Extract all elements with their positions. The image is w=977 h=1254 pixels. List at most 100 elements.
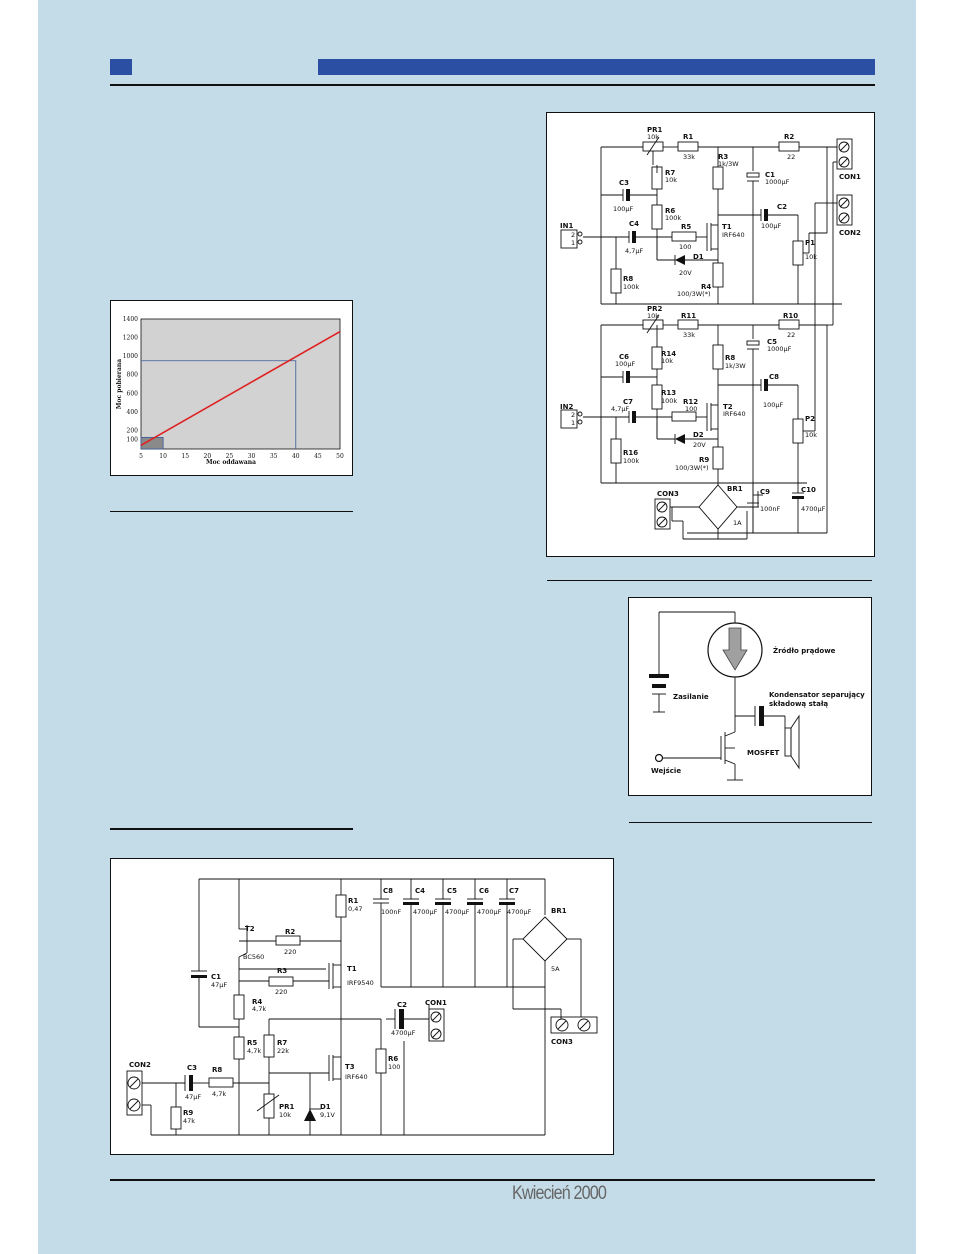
guide-line — [141, 360, 297, 449]
fig1-label-r9v: 100/3W(*) — [675, 464, 708, 472]
fig3-label-r1v: 0,47 — [348, 905, 362, 913]
fig3-label-c8: C8 — [383, 887, 393, 895]
fig1-label-r1v: 33k — [683, 153, 695, 161]
fig3-label-r2v: 220 — [284, 948, 296, 956]
fig3-label-r3v: 220 — [275, 988, 287, 996]
fig3-label-r9: R9 — [183, 1109, 193, 1117]
fig3-label-r3: R3 — [277, 967, 287, 975]
fig1-label-r10: R10 — [783, 312, 798, 320]
fig1-label-c6: C6 — [619, 353, 629, 361]
fig3-label-r7: R7 — [277, 1039, 287, 1047]
fig3-label-con3: CON3 — [551, 1038, 573, 1046]
fig1-label-r8v: 100k — [623, 283, 639, 291]
fig1-label-r14v: 10k — [661, 357, 673, 365]
fig3-label-c7v: 4700µF — [507, 908, 532, 916]
fig1-label-t2v: IRF640 — [723, 410, 746, 418]
fig1-label-r3v: 1k/3W — [718, 160, 739, 168]
x-tick-label: 5 — [139, 453, 143, 460]
y-tick-label: 400 — [127, 409, 139, 416]
fig1-label-in1-pin1: 1 — [571, 239, 575, 247]
x-tick-label: 10 — [159, 453, 167, 460]
fig1-label-pr1: PR1 — [647, 126, 663, 134]
fig1-label-d1: D1 — [693, 253, 704, 261]
fig2-label-power-supply: Zasilanie — [673, 693, 709, 701]
fig1-label-p2: P2 — [805, 415, 815, 423]
fig3-label-r5v: 4,7k — [247, 1047, 261, 1055]
fig1-label-r12: R12 — [683, 398, 698, 406]
fig3-label-c1v: 47µF — [211, 981, 227, 989]
fig1-label-r8bv: 1k/3W — [725, 362, 746, 370]
fig1-label-d2: D2 — [693, 431, 704, 439]
fig1-label-r11: R11 — [681, 312, 696, 320]
fig3-label-c4: C4 — [415, 887, 425, 895]
fig3-label-br1v: 5A — [551, 965, 560, 973]
fig1-label-con1: CON1 — [839, 173, 861, 181]
fig1-label-r13: R13 — [661, 389, 676, 397]
fig1-label-r4: R4 — [701, 283, 711, 291]
header-rule — [110, 84, 875, 86]
y-tick-label: 1200 — [123, 335, 138, 342]
fig3-label-c5v: 4700µF — [445, 908, 470, 916]
fig1-label-in2: IN2 — [560, 403, 573, 411]
fig1-label-r6: R6 — [665, 207, 675, 215]
x-tick-label: 25 — [226, 453, 234, 460]
plot-area — [140, 318, 341, 450]
fig1-label-d1v: 20V — [679, 269, 692, 277]
fig1-label-r14: R14 — [661, 350, 676, 358]
fig1-label-t2: T2 — [723, 403, 733, 411]
fig1-label-c8: C8 — [769, 373, 779, 381]
fig3-label-c5: C5 — [447, 887, 457, 895]
fig1-label-c9v: 100nF — [760, 505, 781, 513]
fig1-label-p1: P1 — [805, 239, 815, 247]
fig3-label-r6v: 100 — [388, 1063, 400, 1071]
x-tick-label: 20 — [204, 453, 212, 460]
fig1-label-br1v: 1A — [733, 519, 742, 527]
x-tick-label: 35 — [270, 453, 278, 460]
fig1-label-p2v: 10k — [805, 431, 817, 439]
fig1-label-r10v: 22 — [787, 331, 795, 339]
rule-above-fig3 — [110, 828, 353, 830]
rule-under-chart — [110, 511, 353, 512]
fig3-label-r2: R2 — [285, 928, 295, 936]
fig3-label-pr1v: 10k — [279, 1111, 291, 1119]
x-axis-label: Moc oddawana — [206, 459, 256, 466]
fig1-label-r5: R5 — [681, 223, 691, 231]
header-square — [110, 59, 132, 75]
fig1-label-r3: R3 — [718, 153, 728, 161]
x-tick-label: 15 — [181, 453, 189, 460]
fig3-label-r9v: 47k — [183, 1117, 195, 1125]
fig3-label-r1: R1 — [348, 897, 358, 905]
fig3-label-t2v: BC560 — [243, 953, 264, 961]
fig1-label-c8v: 100µF — [763, 401, 784, 409]
fig3-label-pr1: PR1 — [279, 1103, 295, 1111]
x-tick-label: 45 — [314, 453, 322, 460]
y-tick-label: 200 — [127, 427, 139, 434]
fig1-label-r2: R2 — [784, 133, 794, 141]
fig1-label-r7: R7 — [665, 169, 675, 177]
fig1-label-p1v: 10k — [805, 253, 817, 261]
fig3-label-t3: T3 — [345, 1063, 355, 1071]
fig1-label-c1v: 1000µF — [765, 178, 790, 186]
guide-box — [140, 436, 164, 450]
fig1-label-c10: C10 — [801, 486, 816, 494]
fig1-label-in2-pin2: 2 — [571, 411, 575, 419]
fig1-label-t1v: IRF640 — [722, 231, 745, 239]
fig3-label-r7v: 22k — [277, 1047, 289, 1055]
fig1-label-r11v: 33k — [683, 331, 695, 339]
fig3-label-d1: D1 — [320, 1103, 331, 1111]
fig2-label-capacitor-line1: Kondensator separujący — [769, 691, 865, 699]
fig1-label-pr1v: 10k — [647, 133, 659, 141]
fig3-label-c6: C6 — [479, 887, 489, 895]
schematic-fig1: PR1 10k R1 33k R2 22 CON1 CON2 R3 1k/3W … — [560, 126, 861, 540]
fig1-label-pr2v: 10k — [647, 312, 659, 320]
fig3-label-c2: C2 — [397, 1001, 407, 1009]
fig1-label-pr2: PR2 — [647, 305, 663, 313]
fig3-label-t1: T1 — [347, 965, 357, 973]
x-tick-label: 50 — [336, 453, 344, 460]
fig3-label-br1: BR1 — [551, 907, 567, 915]
fig1-label-c5v: 1000µF — [767, 345, 792, 353]
fig1-label-c3: C3 — [619, 179, 629, 187]
fig2-label-mosfet: MOSFET — [747, 749, 780, 757]
